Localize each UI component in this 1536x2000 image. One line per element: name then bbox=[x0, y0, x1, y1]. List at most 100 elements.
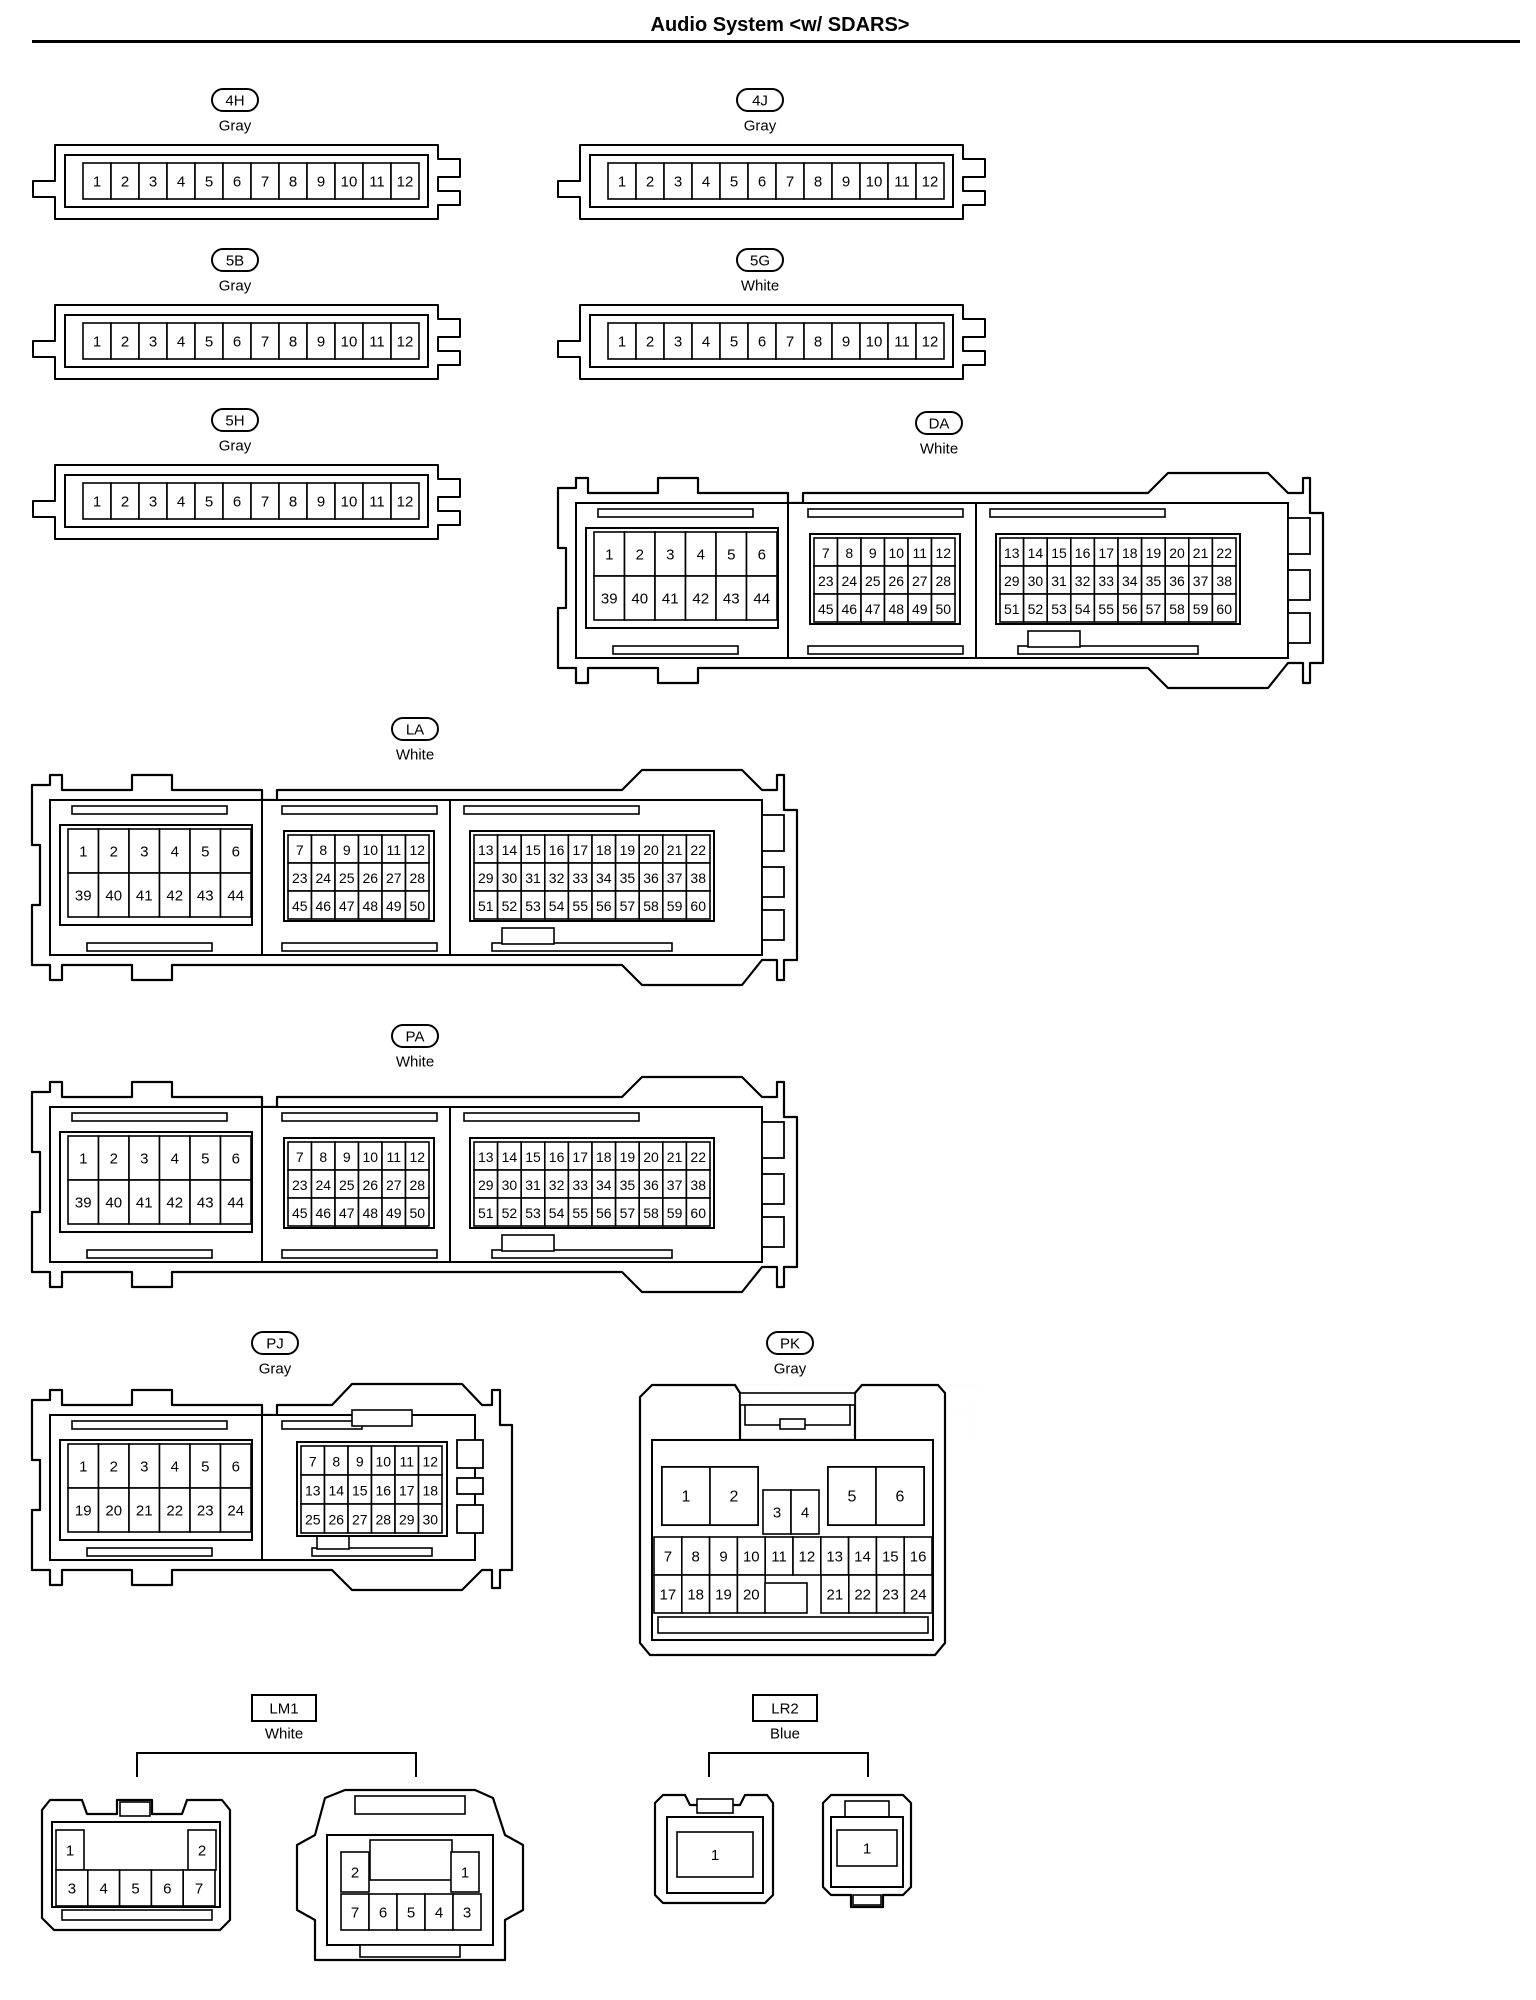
pin-label: 2 bbox=[121, 174, 129, 191]
pin-label: 15 bbox=[352, 1483, 368, 1499]
latch bbox=[354, 1795, 466, 1815]
pin-cell bbox=[368, 1893, 398, 1931]
pin-label: 6 bbox=[232, 844, 240, 861]
pin-cell bbox=[715, 531, 748, 577]
pin-label: 1 bbox=[605, 547, 613, 564]
pin-cell bbox=[219, 828, 252, 874]
pin-label: 23 bbox=[292, 1177, 308, 1193]
pin-label: 53 bbox=[525, 898, 541, 914]
latch bbox=[119, 1801, 151, 1817]
pin-cell bbox=[82, 482, 112, 520]
pin-label: 20 bbox=[743, 1587, 760, 1604]
pin-cell bbox=[67, 828, 100, 874]
key bbox=[369, 1839, 453, 1881]
pin-label: 16 bbox=[1075, 545, 1091, 561]
pin-cell bbox=[875, 1466, 925, 1526]
pin-label: 40 bbox=[105, 1195, 122, 1212]
pin-cell bbox=[55, 1869, 89, 1907]
pin-cell bbox=[158, 1487, 191, 1533]
pin-label: 34 bbox=[596, 1177, 612, 1193]
pin-label: 37 bbox=[667, 870, 683, 886]
connector-color: Gray bbox=[774, 1361, 807, 1378]
pin-label: 58 bbox=[643, 898, 659, 914]
pin-label: 8 bbox=[692, 1549, 700, 1566]
connector-color: Gray bbox=[219, 278, 252, 295]
pin-cell bbox=[676, 1831, 754, 1878]
pin-cell bbox=[334, 162, 364, 200]
pin-cell bbox=[685, 1197, 711, 1227]
pin-label: 30 bbox=[1028, 573, 1044, 589]
pin-label: 13 bbox=[1004, 545, 1020, 561]
pin-cell bbox=[709, 1466, 759, 1526]
pin-cell bbox=[250, 482, 280, 520]
pin-label: 7 bbox=[296, 1149, 304, 1165]
pin-label: 26 bbox=[362, 1177, 378, 1193]
pin-label: 3 bbox=[773, 1505, 781, 1522]
pin-label: 20 bbox=[643, 842, 659, 858]
pin-label: 11 bbox=[386, 1149, 401, 1165]
pin-label: 34 bbox=[1122, 573, 1138, 589]
pin-cell bbox=[340, 1893, 370, 1931]
pin-label: 41 bbox=[136, 1195, 153, 1212]
pin-cell bbox=[790, 1489, 820, 1535]
pin-label: 18 bbox=[1122, 545, 1138, 561]
connector-id: 5G bbox=[750, 253, 770, 270]
pin-label: 48 bbox=[888, 601, 904, 617]
connector-tag-box bbox=[752, 1694, 818, 1722]
pin-label: 12 bbox=[922, 334, 939, 351]
pin-cell bbox=[187, 1829, 217, 1871]
pin-label: 49 bbox=[386, 898, 402, 914]
pin-label: 9 bbox=[356, 1454, 364, 1470]
pin-label: 33 bbox=[572, 870, 588, 886]
pin-label: 58 bbox=[1169, 601, 1185, 617]
pin-label: 21 bbox=[1193, 545, 1209, 561]
pin-label: 5 bbox=[407, 1905, 415, 1922]
connector-id: 5H bbox=[225, 413, 244, 430]
pin-label: 39 bbox=[75, 888, 92, 905]
pin-label: 20 bbox=[1169, 545, 1185, 561]
pin-label: 14 bbox=[502, 1149, 518, 1165]
pin-cell bbox=[452, 1893, 482, 1931]
pin-label: 4 bbox=[435, 1905, 443, 1922]
pin-cell bbox=[278, 482, 308, 520]
bracket bbox=[708, 1752, 869, 1777]
pin-label: 5 bbox=[727, 547, 735, 564]
pin-label: 48 bbox=[362, 1205, 378, 1221]
pin-label: 42 bbox=[692, 591, 709, 608]
key-slot bbox=[764, 1582, 808, 1614]
pin-label: 59 bbox=[667, 1205, 683, 1221]
pin-cell bbox=[396, 1893, 426, 1931]
pin-label: 15 bbox=[882, 1549, 899, 1566]
pin-label: 27 bbox=[386, 1177, 402, 1193]
pin-label: 38 bbox=[690, 870, 706, 886]
pin-cell bbox=[67, 1179, 100, 1225]
pin-cell bbox=[836, 1829, 898, 1867]
pin-cell bbox=[775, 162, 805, 200]
pin-cell bbox=[775, 322, 805, 360]
pin-label: 6 bbox=[896, 1489, 905, 1506]
pin-cell bbox=[903, 1536, 933, 1576]
pin-label: 30 bbox=[422, 1512, 438, 1528]
pin-label: 4 bbox=[177, 174, 185, 191]
pin-label: 12 bbox=[409, 1149, 425, 1165]
pin-label: 32 bbox=[1075, 573, 1091, 589]
pin-label: 10 bbox=[866, 174, 883, 191]
pin-cell bbox=[390, 162, 420, 200]
slot bbox=[71, 1420, 228, 1430]
slot bbox=[1017, 645, 1199, 655]
pin-label: 24 bbox=[910, 1587, 927, 1604]
pin-label: 47 bbox=[865, 601, 881, 617]
pin-label: 6 bbox=[758, 334, 766, 351]
slot bbox=[351, 1409, 413, 1427]
pin-label: 24 bbox=[315, 870, 331, 886]
pin-label: 30 bbox=[502, 870, 518, 886]
pin-label: 1 bbox=[79, 1459, 87, 1476]
pin-label: 6 bbox=[233, 334, 241, 351]
pin-label: 7 bbox=[195, 1881, 203, 1898]
pin-label: 8 bbox=[319, 1149, 327, 1165]
latch bbox=[456, 1439, 484, 1469]
title-rule bbox=[32, 40, 1520, 43]
pin-label: 1 bbox=[66, 1843, 74, 1860]
